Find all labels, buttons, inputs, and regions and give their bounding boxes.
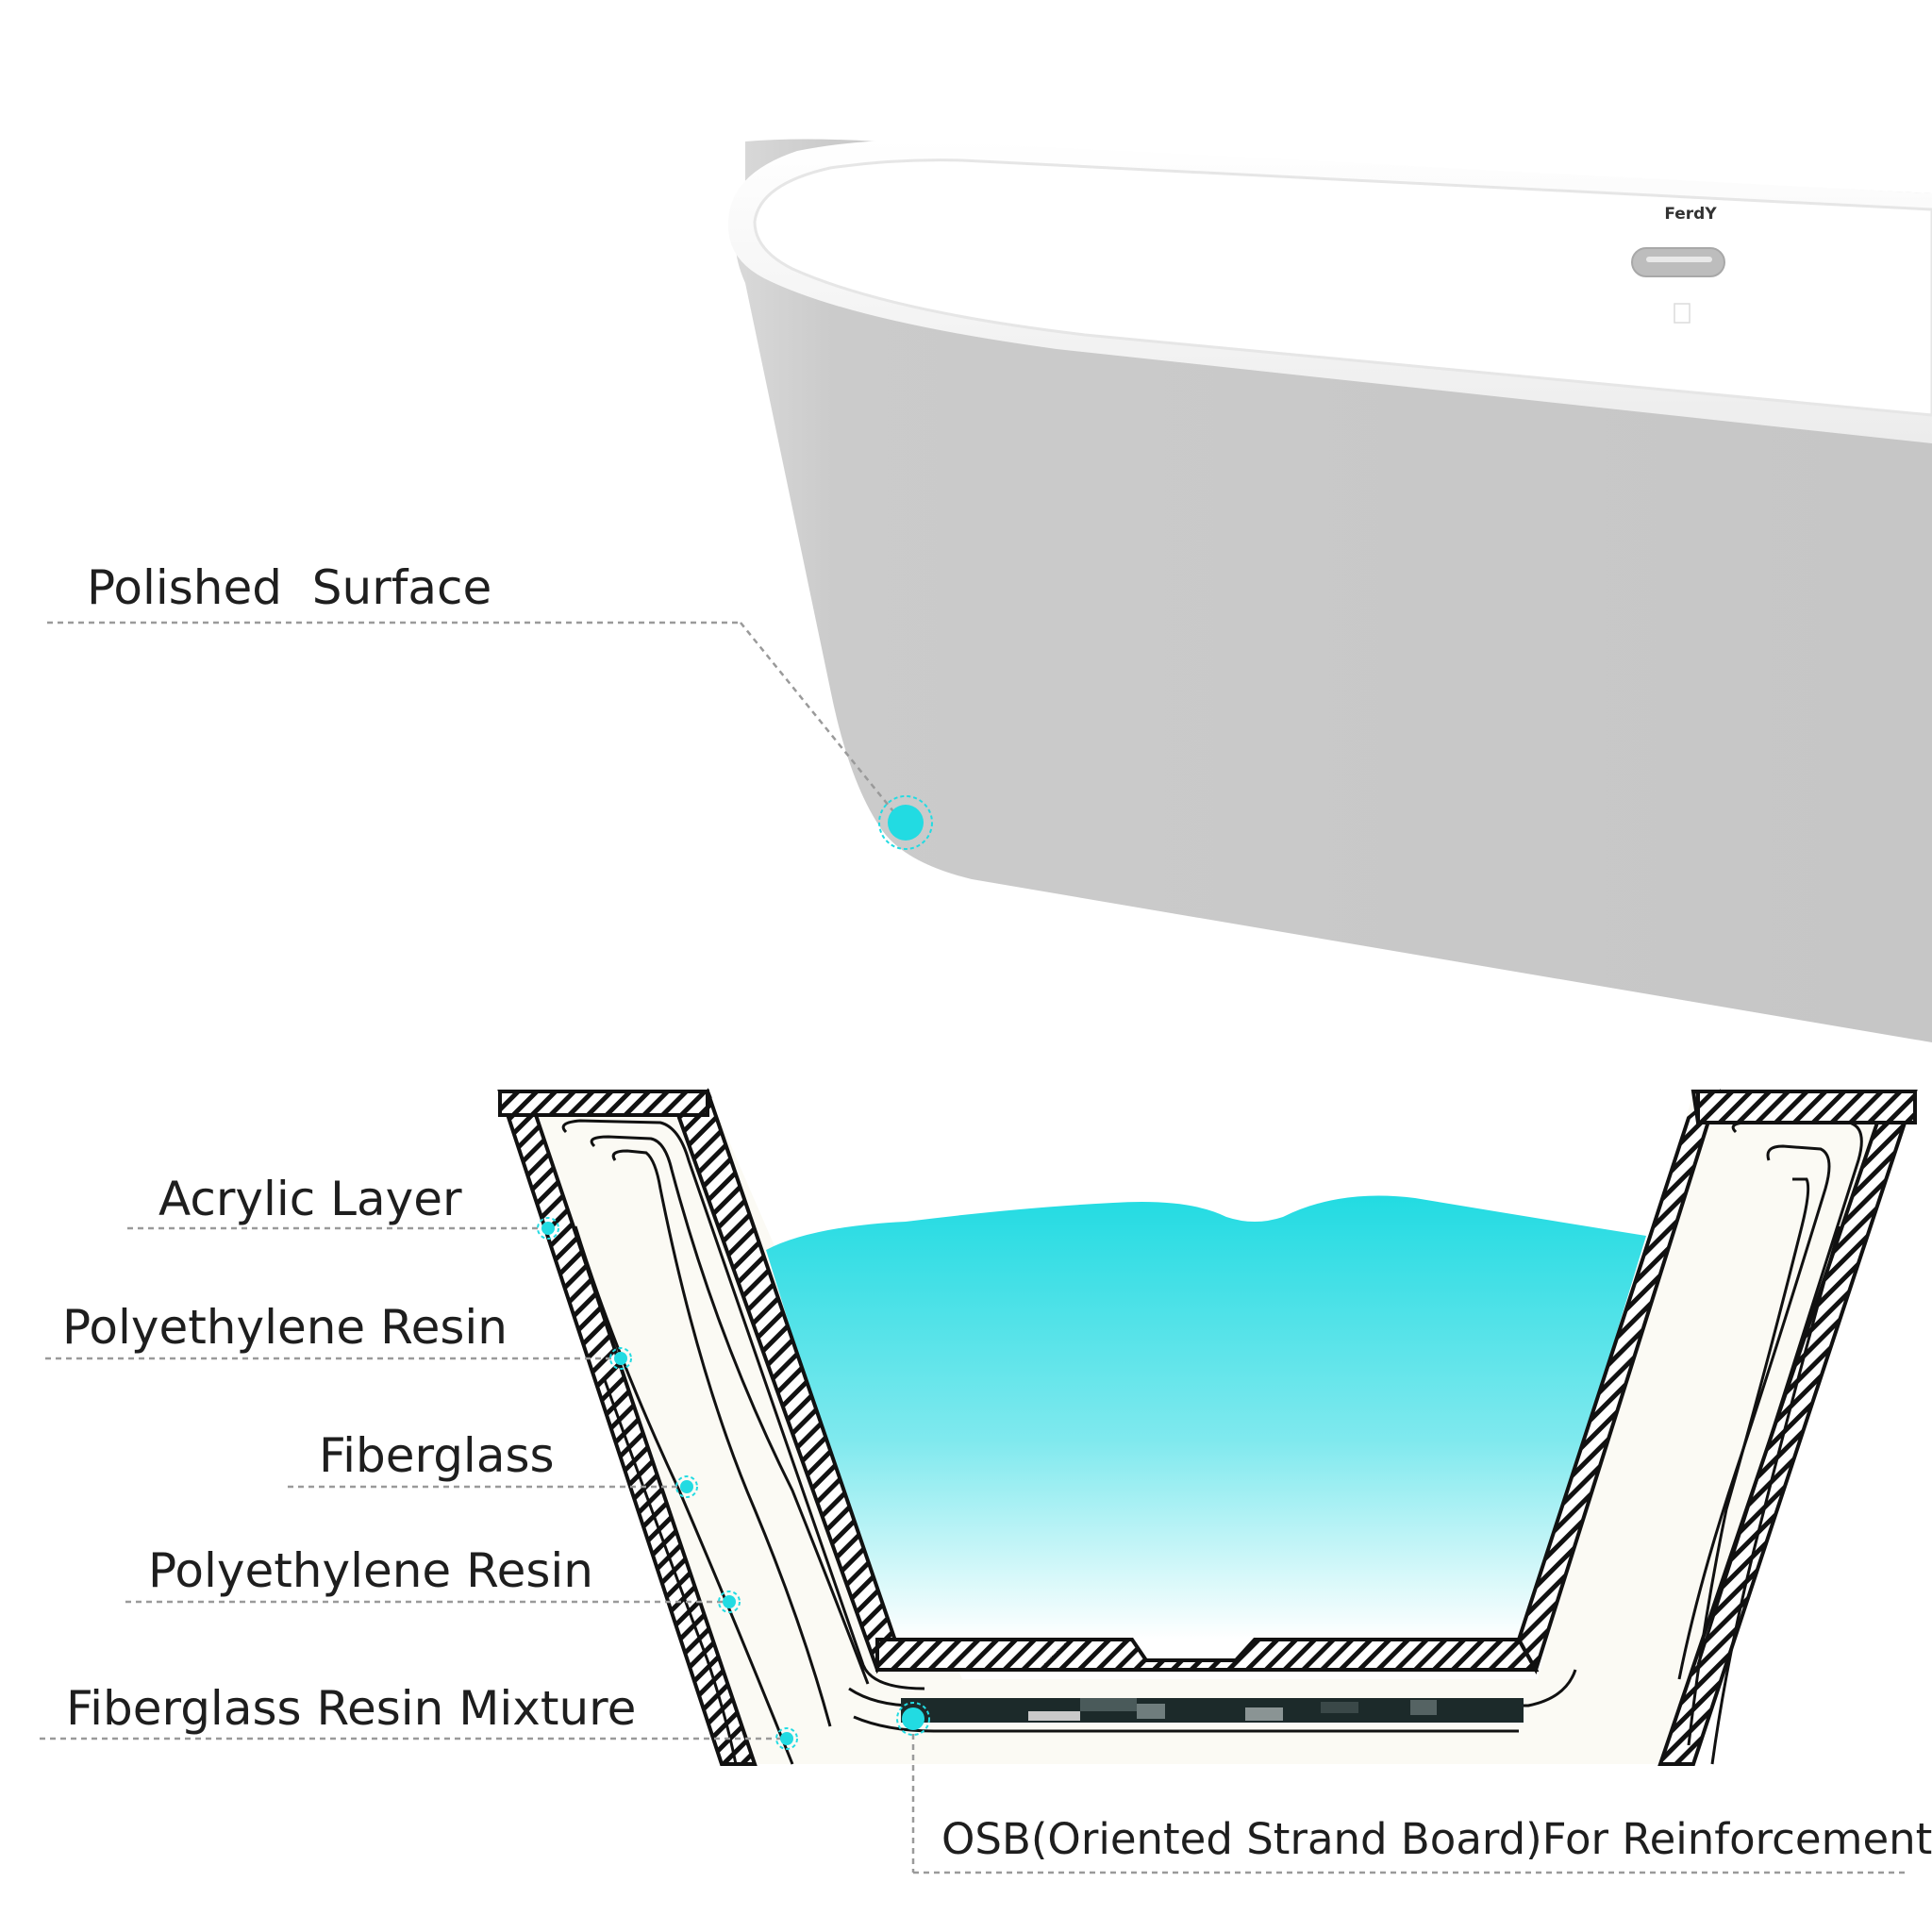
tub-inner-edge bbox=[753, 158, 1932, 417]
osb-texture-2 bbox=[1080, 1698, 1137, 1711]
callout-fiberglass: Fiberglass bbox=[288, 1428, 698, 1498]
left-wall-fill bbox=[528, 1104, 901, 1764]
left-contour-lines bbox=[561, 1119, 925, 1765]
brand-logo: FerdY bbox=[1664, 205, 1717, 224]
bathtub-illustration: FerdY bbox=[727, 139, 1932, 1042]
overflow-drain-slot bbox=[1646, 257, 1712, 262]
cyan-ring-icon bbox=[537, 1217, 559, 1240]
cyan-ring-icon bbox=[878, 795, 933, 850]
callout-polished-surface: Polished Surface bbox=[47, 560, 933, 850]
osb-texture-5 bbox=[1321, 1702, 1358, 1713]
callout-polyethylene-resin-2: Polyethylene Resin bbox=[125, 1543, 741, 1613]
cross-section bbox=[497, 1088, 1918, 1766]
label-polyethylene-resin-2: Polyethylene Resin bbox=[148, 1543, 593, 1598]
cert-mark-icon bbox=[1674, 303, 1690, 324]
label-polished-surface: Polished Surface bbox=[87, 560, 491, 615]
cyan-ring-icon bbox=[718, 1591, 741, 1613]
label-acrylic-layer: Acrylic Layer bbox=[158, 1172, 462, 1226]
cyan-dot-icon bbox=[902, 1707, 924, 1730]
label-polyethylene-resin-1: Polyethylene Resin bbox=[62, 1300, 508, 1355]
right-contour-lines bbox=[1677, 1121, 1863, 1765]
cyan-ring-icon bbox=[896, 1702, 930, 1736]
osb-texture-3 bbox=[1137, 1704, 1165, 1719]
cyan-dot-icon bbox=[888, 805, 924, 841]
leader-line bbox=[740, 622, 902, 822]
osb-texture-4 bbox=[1245, 1707, 1283, 1721]
osb-texture-6 bbox=[1410, 1700, 1437, 1715]
cyan-dot-icon bbox=[780, 1732, 793, 1745]
cyan-ring-icon bbox=[609, 1347, 632, 1370]
floor-hatch bbox=[875, 1638, 1540, 1672]
left-top-cap bbox=[498, 1090, 709, 1117]
cyan-ring-icon bbox=[675, 1475, 698, 1498]
label-osb: OSB(Oriented Strand Board)For Reinforcem… bbox=[941, 1814, 1932, 1864]
cyan-dot-icon bbox=[680, 1480, 693, 1493]
cyan-ring-icon bbox=[775, 1727, 798, 1750]
cyan-dot-icon bbox=[541, 1222, 555, 1235]
cyan-dot-icon bbox=[723, 1595, 736, 1608]
cyan-dot-icon bbox=[614, 1352, 627, 1365]
osb-texture-1 bbox=[1028, 1711, 1080, 1721]
label-fiberglass-resin-mixture: Fiberglass Resin Mixture bbox=[66, 1681, 636, 1736]
callout-fiberglass-resin-mixture: Fiberglass Resin Mixture bbox=[40, 1681, 798, 1750]
water bbox=[766, 1195, 1646, 1640]
label-fiberglass: Fiberglass bbox=[319, 1428, 555, 1483]
callout-osb: OSB(Oriented Strand Board)For Reinforcem… bbox=[896, 1702, 1932, 1874]
callout-acrylic-layer: Acrylic Layer bbox=[127, 1172, 559, 1240]
callout-polyethylene-resin-1: Polyethylene Resin bbox=[45, 1300, 632, 1370]
right-top-cap bbox=[1696, 1090, 1917, 1124]
